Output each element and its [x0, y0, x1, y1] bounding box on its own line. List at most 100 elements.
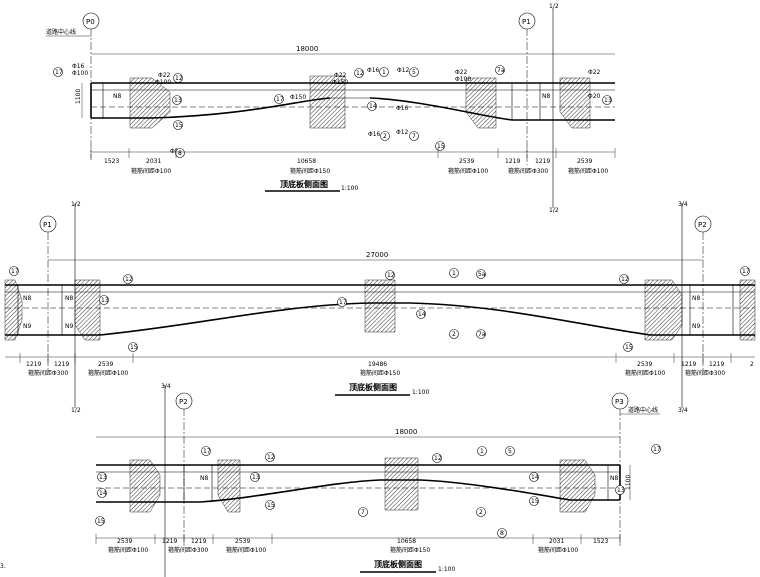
svg-text:箍筋间距Φ100: 箍筋间距Φ100	[625, 369, 665, 377]
svg-text:15: 15	[267, 502, 275, 509]
pier-bubble-p0	[82, 12, 100, 30]
height-dim-1: 1100	[75, 89, 82, 104]
svg-text:3/4: 3/4	[678, 201, 688, 208]
svg-text:N8: N8	[65, 295, 73, 302]
svg-text:7: 7	[361, 509, 365, 516]
svg-text:1523: 1523	[104, 158, 119, 165]
svg-text:13: 13	[617, 487, 625, 494]
svg-text:箍筋间距Φ300: 箍筋间距Φ300	[508, 167, 548, 175]
svg-text:Φ150: Φ150	[332, 79, 348, 86]
dim-span-3: 18000	[395, 428, 417, 436]
svg-text:N8: N8	[610, 475, 618, 482]
svg-text:Φ16: Φ16	[396, 105, 409, 112]
svg-text:14: 14	[369, 103, 377, 110]
anchor-block-3a	[129, 459, 161, 513]
svg-text:15: 15	[437, 143, 445, 150]
svg-text:2: 2	[750, 361, 754, 368]
svg-text:Φ16: Φ16	[368, 131, 381, 138]
svg-text:13: 13	[99, 474, 107, 481]
anchor-block-3c	[384, 457, 419, 511]
svg-text:13: 13	[252, 474, 260, 481]
svg-text:Φ12: Φ12	[396, 129, 409, 136]
svg-text:1219: 1219	[709, 361, 724, 368]
svg-text:1523: 1523	[593, 538, 608, 545]
svg-text:15: 15	[97, 518, 105, 525]
svg-text:17: 17	[203, 448, 211, 455]
svg-text:2031: 2031	[146, 158, 161, 165]
svg-text:Φ22: Φ22	[455, 69, 468, 76]
svg-text:Φ12: Φ12	[397, 67, 410, 74]
svg-text:2539: 2539	[459, 158, 474, 165]
svg-text:Φ22: Φ22	[588, 69, 601, 76]
pier-label-p2: P2	[698, 221, 707, 229]
svg-text:14: 14	[531, 474, 539, 481]
anchor-block-1d	[559, 77, 591, 129]
anchor-block-1a	[129, 77, 171, 129]
svg-text:箍筋间距Φ100: 箍筋间距Φ100	[568, 167, 608, 175]
svg-text:2539: 2539	[577, 158, 592, 165]
note-left: 3.	[0, 563, 6, 570]
svg-text:1: 1	[480, 448, 484, 455]
svg-text:2539: 2539	[98, 361, 113, 368]
anchor-block-2a	[74, 279, 101, 341]
svg-text:1: 1	[452, 270, 456, 277]
svg-text:1/2: 1/2	[71, 201, 81, 208]
svg-text:Φ22: Φ22	[334, 72, 347, 79]
svg-text:箍筋间距Φ150: 箍筋间距Φ150	[390, 546, 430, 554]
anchor-block-3b	[217, 459, 241, 513]
scale-panel-2: 1:100	[412, 389, 429, 396]
svg-text:19486: 19486	[368, 361, 387, 368]
panel-2: 1/2 1/2 3/4 3/4 P1 P2 27000 N8 N9 N8 N9 …	[4, 201, 756, 414]
svg-text:15: 15	[531, 498, 539, 505]
bubbles-panel-3: 13 14 15 17 12 13 15 12 1 5 2 7 8 15 14 …	[95, 444, 661, 538]
svg-text:17: 17	[55, 69, 63, 76]
svg-text:10658: 10658	[297, 158, 316, 165]
svg-text:12: 12	[175, 75, 183, 82]
panel-3: 3/4 P2 P3 道路中心线 18000 1100 N8 N8 13 14 1…	[0, 383, 661, 577]
svg-text:N8: N8	[200, 475, 208, 482]
svg-text:15: 15	[625, 344, 633, 351]
pier-label-p3: P3	[615, 398, 624, 406]
svg-text:Φ16: Φ16	[367, 67, 380, 74]
svg-text:Φ16: Φ16	[72, 63, 85, 70]
pier-label-p1b: P1	[43, 221, 52, 229]
panel-1: 1/2 P0 道路中心线 P1 18000 1100 N8	[46, 3, 616, 214]
svg-text:14: 14	[418, 311, 426, 318]
pier-label-p0: P0	[86, 18, 95, 26]
segment-ticks-3	[95, 534, 621, 544]
svg-text:Φ100: Φ100	[455, 76, 471, 83]
svg-text:Φ20: Φ20	[588, 93, 601, 100]
svg-text:2: 2	[452, 331, 456, 338]
svg-text:1219: 1219	[26, 361, 41, 368]
svg-text:7a: 7a	[478, 331, 486, 338]
svg-text:12: 12	[356, 70, 364, 77]
anchor-block-2c	[644, 279, 683, 341]
svg-text:2539: 2539	[637, 361, 652, 368]
svg-text:箍筋间距Φ150: 箍筋间距Φ150	[360, 369, 400, 377]
svg-text:17: 17	[742, 268, 750, 275]
svg-text:1/2: 1/2	[549, 207, 559, 214]
svg-text:12: 12	[621, 276, 629, 283]
svg-text:箍筋间距Φ300: 箍筋间距Φ300	[168, 546, 208, 554]
height-dim-3: 1100	[625, 475, 632, 490]
svg-text:5a: 5a	[478, 271, 486, 278]
svg-text:17: 17	[339, 299, 347, 306]
svg-text:Φ22: Φ22	[158, 72, 171, 79]
svg-text:7: 7	[412, 133, 416, 140]
svg-text:2031: 2031	[549, 538, 564, 545]
svg-text:2: 2	[479, 509, 483, 516]
road-center-label-3: 道路中心线	[628, 406, 658, 414]
mark-n8-1b: N8	[542, 93, 550, 100]
anchor-block-2b	[364, 279, 396, 333]
svg-text:Φ100: Φ100	[72, 70, 88, 77]
scale-panel-1: 1:100	[341, 185, 358, 192]
scale-panel-3: 1:100	[438, 566, 455, 573]
svg-text:箍筋间距Φ300: 箍筋间距Φ300	[685, 369, 725, 377]
anchor-block-1c	[465, 77, 497, 129]
anchor-block-1b	[309, 75, 346, 129]
svg-text:2539: 2539	[117, 538, 132, 545]
svg-text:7a: 7a	[497, 67, 505, 74]
svg-text:1219: 1219	[162, 538, 177, 545]
pier-bubble-p1	[518, 12, 536, 30]
